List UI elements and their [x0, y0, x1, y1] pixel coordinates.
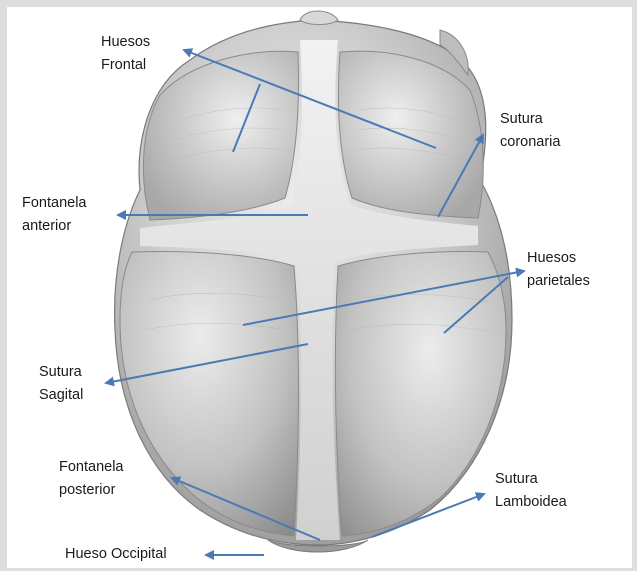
label-huesos-frontal-line1: Huesos: [101, 31, 150, 54]
frontal-bone-left: [143, 51, 298, 220]
label-sutura-coronaria-line2: coronaria: [500, 131, 560, 154]
label-sutura-sagital: Sutura Sagital: [39, 361, 83, 407]
label-fontanela-anterior-line2: anterior: [22, 215, 87, 238]
label-huesos-parietales: Huesos parietales: [527, 247, 590, 293]
label-sutura-coronaria: Sutura coronaria: [500, 108, 560, 154]
label-fontanela-anterior: Fontanela anterior: [22, 192, 87, 238]
label-huesos-frontal-line2: Frontal: [101, 54, 150, 77]
label-sutura-lamboidea-line1: Sutura: [495, 468, 567, 491]
label-huesos-frontal: Huesos Frontal: [101, 31, 150, 77]
label-sutura-sagital-line2: Sagital: [39, 384, 83, 407]
label-fontanela-posterior-line2: posterior: [59, 479, 124, 502]
label-fontanela-posterior-line1: Fontanela: [59, 456, 124, 479]
label-sutura-sagital-line1: Sutura: [39, 361, 83, 384]
label-sutura-coronaria-line1: Sutura: [500, 108, 560, 131]
label-huesos-parietales-line2: parietales: [527, 270, 590, 293]
label-fontanela-posterior: Fontanela posterior: [59, 456, 124, 502]
label-fontanela-anterior-line1: Fontanela: [22, 192, 87, 215]
label-sutura-lamboidea-line2: Lamboidea: [495, 491, 567, 514]
label-huesos-parietales-line1: Huesos: [527, 247, 590, 270]
label-sutura-lamboidea: Sutura Lamboidea: [495, 468, 567, 514]
label-hueso-occipital: Hueso Occipital: [65, 543, 167, 566]
nasal-region: [300, 11, 338, 25]
